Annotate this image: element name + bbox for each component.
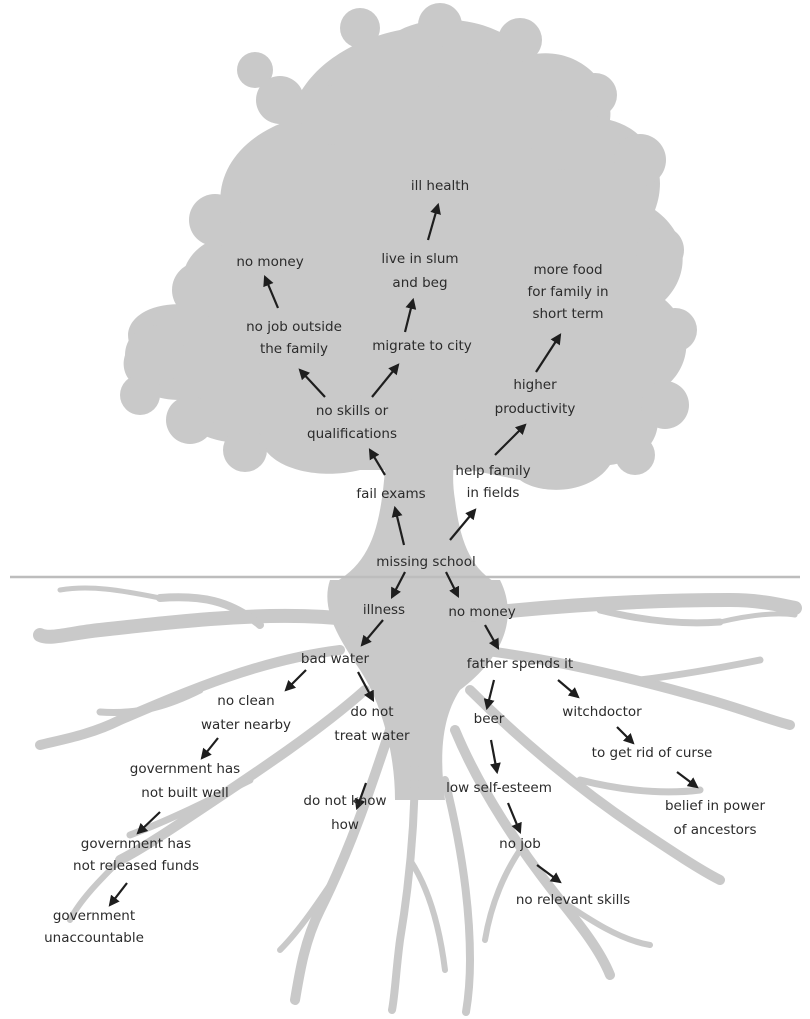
- node-father-spends: father spends it: [467, 656, 573, 672]
- arrow-help-to-productivity: [494, 423, 527, 456]
- node-ill-health: ill health: [411, 178, 469, 194]
- arrow-belief-to-curse: [676, 771, 699, 789]
- node-bad-water: bad water: [301, 651, 370, 667]
- node-no-money-root: no money: [448, 604, 515, 620]
- arrow-nomoney-to-missing: [445, 571, 459, 598]
- arrow-missing-to-fail: [391, 505, 406, 546]
- arrow-skills-to-migrate: [371, 363, 400, 398]
- arrow-beer-to-father: [483, 679, 496, 711]
- node-fail-exams: fail exams: [356, 486, 425, 502]
- node-to-get-rid: to get rid of curse: [592, 745, 713, 761]
- arrow-father-to-nomoney: [484, 624, 500, 650]
- causal-arrows: [108, 202, 699, 907]
- node-missing-school: missing school: [376, 554, 475, 570]
- arrow-nojob-to-nomoney: [263, 274, 280, 309]
- arrow-gov-to-noclean: [200, 737, 219, 760]
- arrow-missing-to-help: [449, 508, 477, 541]
- arrow-notknow-to-notreat: [354, 782, 368, 811]
- arrow-badwater-to-illness: [360, 619, 384, 647]
- node-no-job: no job: [499, 836, 541, 852]
- arrow-productivity-to-food: [535, 333, 562, 373]
- node-low-self-esteem: low self-esteem: [446, 780, 552, 796]
- arrow-slum-to-ill-health: [426, 202, 441, 241]
- arrow-illness-to-missing: [390, 571, 406, 599]
- node-migrate-to-city: migrate to city: [372, 338, 471, 354]
- node-illness: illness: [363, 602, 405, 618]
- arrow-migrate-to-slum: [403, 297, 417, 333]
- node-no-relevant-skills: no relevant skills: [516, 892, 630, 908]
- arrow-released-to-notbuilt: [136, 811, 161, 835]
- arrow-noskills-to-nojob: [536, 864, 562, 884]
- arrow-curse-to-witchdoctor: [616, 726, 635, 745]
- node-witchdoctor: witchdoctor: [562, 704, 642, 720]
- arrow-lowself-to-beer: [489, 739, 501, 775]
- tree-canopy: [120, 3, 697, 490]
- arrow-witchdoctor-to-father: [557, 679, 580, 699]
- tree-trunk: [327, 395, 508, 800]
- arrow-skills-to-nojob: [298, 368, 326, 398]
- node-beer: beer: [474, 711, 505, 727]
- arrow-fail-to-skills: [368, 448, 386, 476]
- arrow-unaccountable-to-released: [108, 882, 128, 907]
- node-no-money-top: no money: [236, 254, 303, 270]
- arrow-notreat-to-badwater: [357, 671, 375, 702]
- arrow-nojob-to-lowself: [506, 802, 522, 835]
- arrow-noclean-to-badwater: [284, 669, 307, 692]
- tree-roots: [33, 585, 802, 1016]
